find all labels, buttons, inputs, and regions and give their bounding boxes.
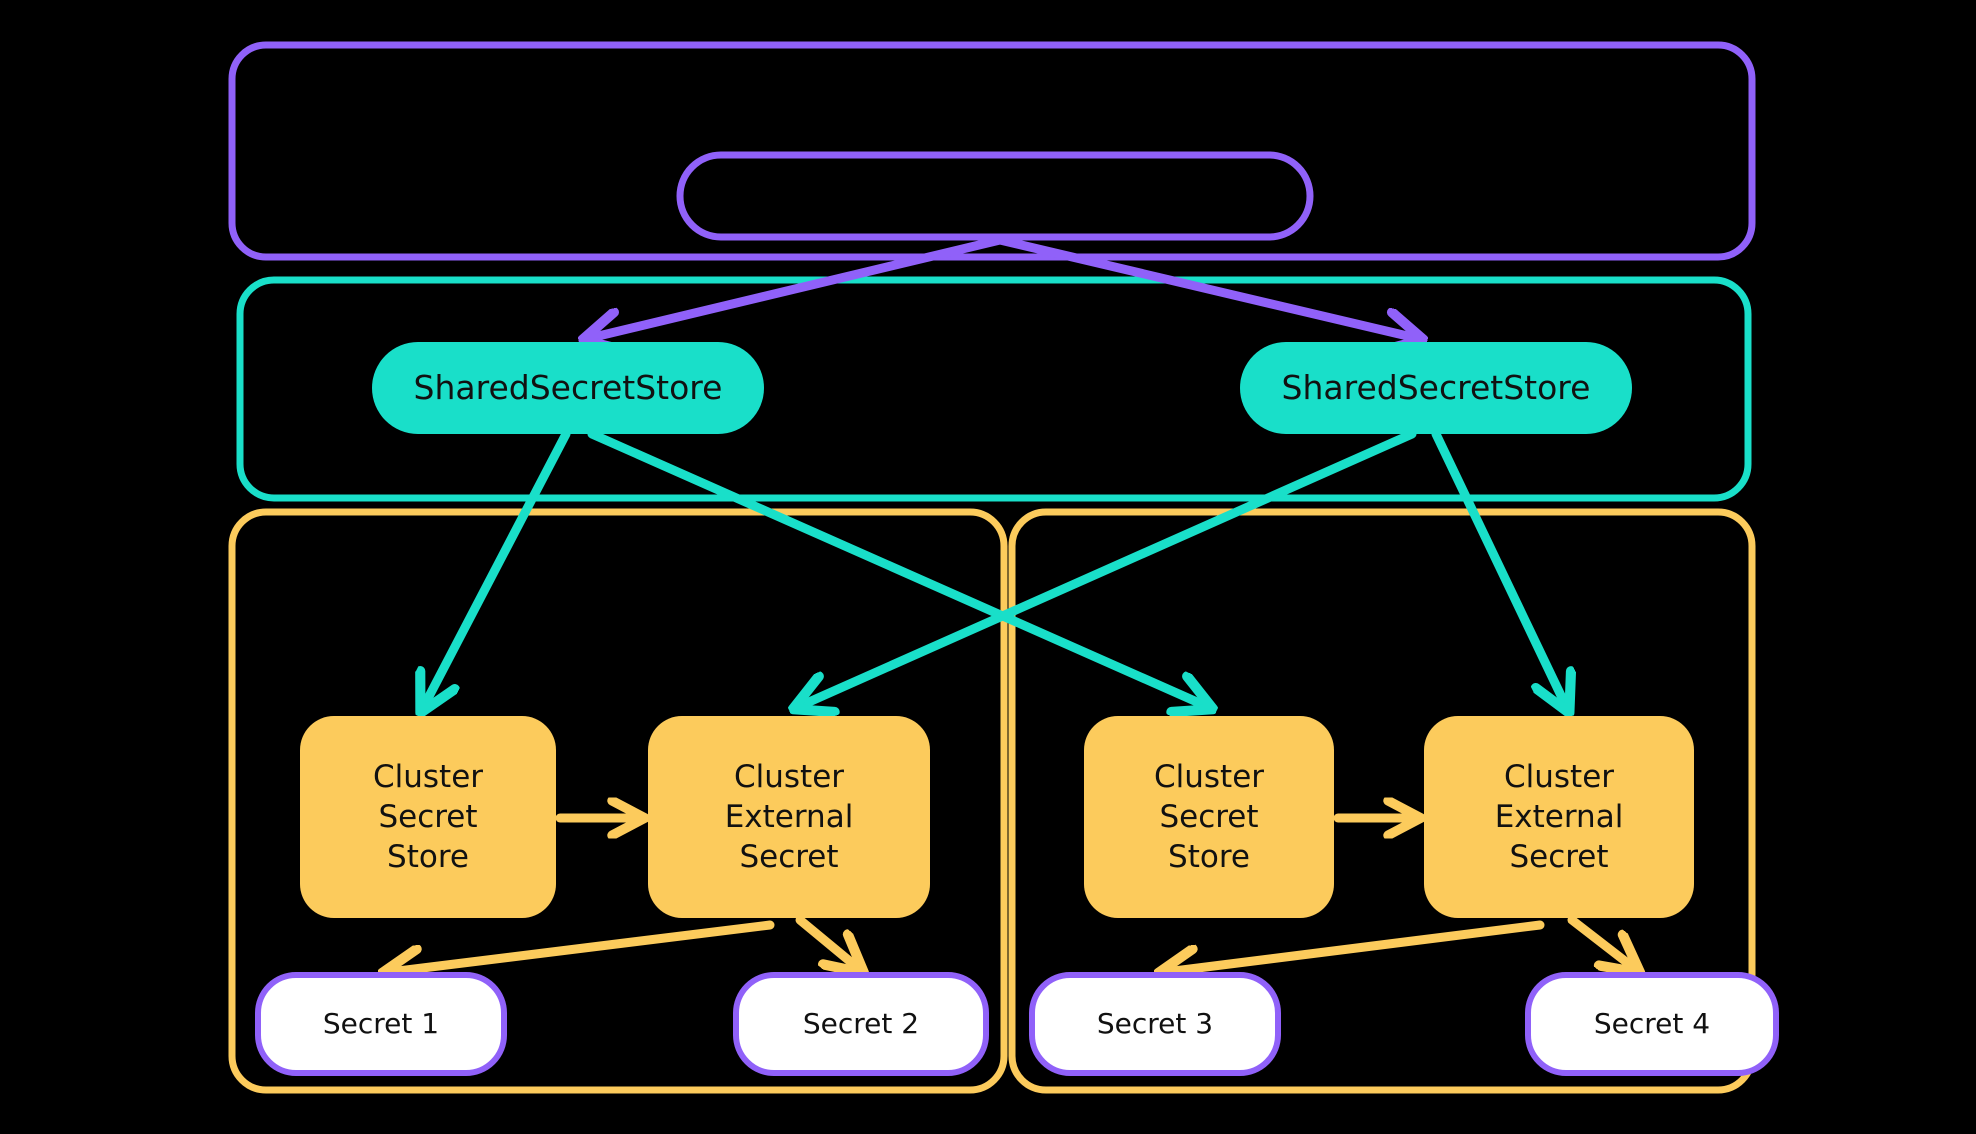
edges-yellow-to-secrets: [390, 915, 1634, 972]
shared-secret-store-left[interactable]: [372, 342, 764, 434]
edge-shared-store-right-to-cluster-external-secret-right: [1431, 429, 1566, 706]
yellow-namespace-container-left: [228, 508, 1008, 1094]
secret-3-pill[interactable]: [1029, 972, 1281, 1076]
edge-cluster-external-secret-right-to-secret-4: [1567, 915, 1634, 968]
edge-cluster-external-secret-left-to-secret-1: [390, 920, 775, 972]
purple-cluster-container: [228, 41, 1756, 261]
teal-shared-store-container: [236, 276, 1752, 502]
secret-2-pill[interactable]: [733, 972, 989, 1076]
edges-teal: [424, 429, 1566, 706]
secret-4-pill[interactable]: [1525, 972, 1779, 1076]
cluster-boxes: [300, 716, 1694, 918]
cluster-secret-store-left[interactable]: [300, 716, 556, 918]
secret-pills: [255, 972, 1779, 1076]
edge-shared-store-left-to-cluster-secret-store-left: [424, 429, 571, 706]
edge-shared-store-left-to-cluster-secret-store-right: [587, 429, 1206, 706]
cluster-external-secret-right[interactable]: [1424, 716, 1694, 918]
shared-secret-store-right[interactable]: [1240, 342, 1632, 434]
edges-purple: [590, 235, 1416, 338]
cluster-external-secret-left[interactable]: [648, 716, 930, 918]
yellow-namespace-container-right: [1008, 508, 1756, 1094]
container-group: [228, 41, 1756, 1094]
edge-shared-store-right-to-cluster-external-secret-left: [800, 429, 1417, 706]
edge-operator-to-shared-store-left: [590, 235, 1005, 338]
edge-cluster-external-secret-right-to-secret-3: [1166, 920, 1545, 972]
external-secret-operator-pill[interactable]: [676, 151, 1314, 241]
edge-operator-to-shared-store-right: [995, 235, 1416, 338]
secret-1-pill[interactable]: [255, 972, 507, 1076]
edge-cluster-external-secret-left-to-secret-2: [795, 915, 858, 968]
cluster-secret-store-right[interactable]: [1084, 716, 1334, 918]
